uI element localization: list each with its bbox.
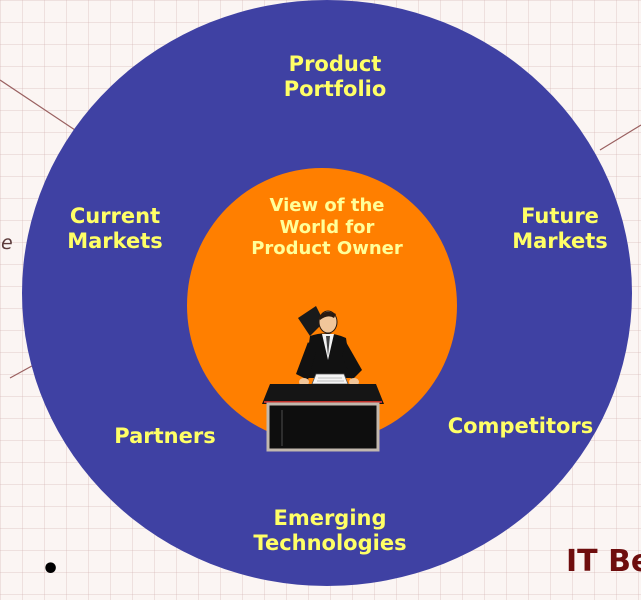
label-emerging-technologies: Emerging Technologies (253, 506, 407, 556)
label-product-portfolio: Product Portfolio (283, 52, 387, 102)
label-partners: Partners (114, 424, 216, 448)
background-heading-fragment: IT Be (566, 544, 641, 579)
center-label: View of the World for Product Owner (251, 195, 403, 260)
label-competitors: Competitors (447, 414, 594, 438)
bullet-point: • (41, 552, 61, 587)
label-current-markets: Current Markets (67, 204, 163, 254)
label-future-markets: Future Markets (512, 204, 608, 254)
background-text-fragment: e (1, 232, 13, 254)
businessman-at-desk-icon (262, 306, 384, 452)
